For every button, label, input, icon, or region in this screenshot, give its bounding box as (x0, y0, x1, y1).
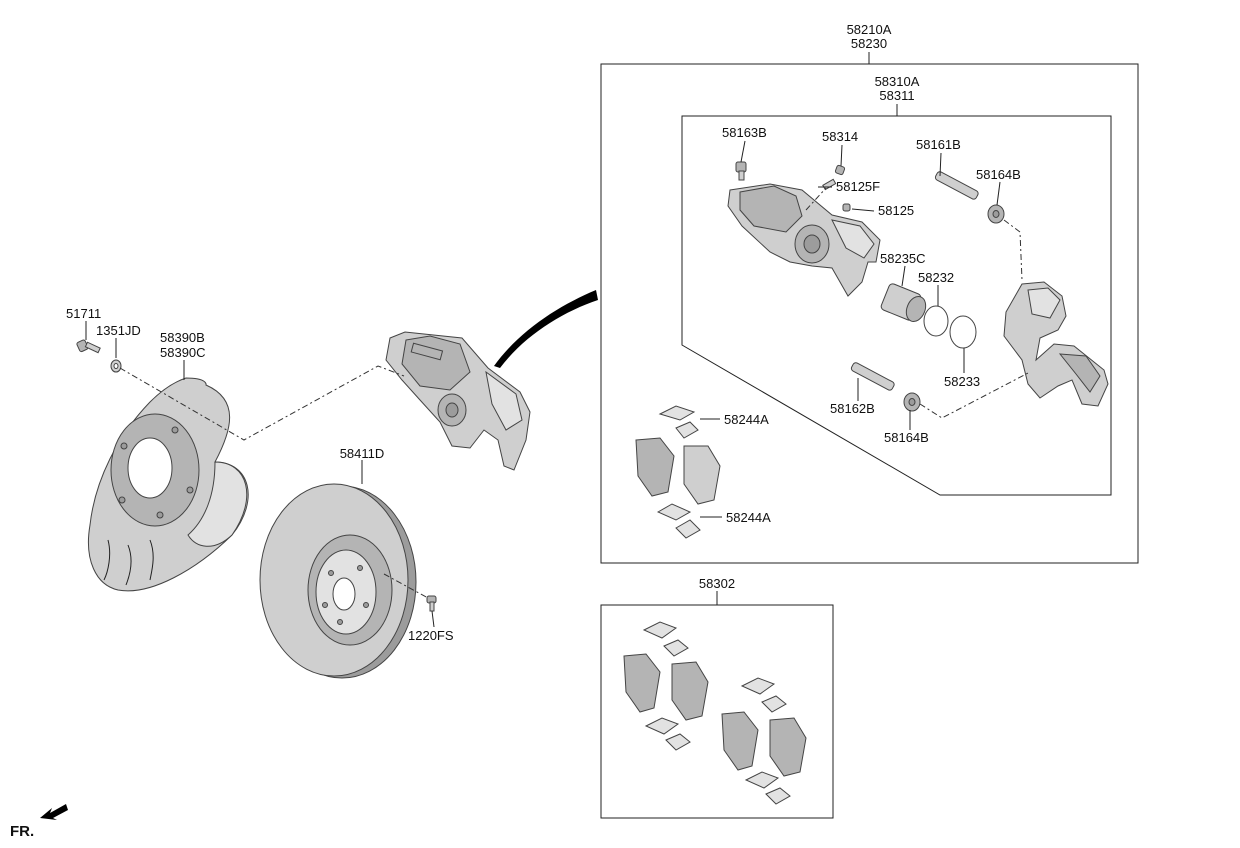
front-indicator-label: FR. (10, 823, 34, 840)
label-pad-clip-upper: 58244A (724, 412, 769, 427)
leader-58314 (840, 144, 843, 167)
pad-clip-lower-shape (656, 503, 701, 539)
label-guide-pin-lower: 58162B (830, 401, 875, 416)
bolt-shape (76, 339, 101, 354)
leader-58164B-upper (996, 181, 1001, 206)
piston-seal-shape (923, 305, 949, 337)
label-pin-boot-lower: 58164B (884, 430, 929, 445)
label-bleeder-plug: 58125 (878, 203, 914, 218)
label-dust-cover-2: 58390C (160, 345, 206, 360)
label-caliper-assembly-1: 58210A (847, 22, 892, 37)
disc-screw-shape (426, 595, 437, 612)
pin-boot-lower-shape (903, 392, 921, 412)
brake-disc-shape (259, 483, 417, 679)
callout-pointer-shape (494, 290, 598, 368)
dashed-line-cover-caliper (119, 365, 405, 441)
caliper-housing-shape (727, 183, 881, 297)
brake-pads-shape (635, 437, 721, 505)
pad-kit-frame (600, 604, 834, 819)
piston-shape (880, 283, 927, 323)
bleeder-screw-shape (822, 178, 837, 191)
leader-58235C (901, 265, 906, 287)
label-guide-pin-upper: 58161B (916, 137, 961, 152)
label-caliper-housing-1: 58310A (875, 74, 920, 89)
dust-cover-shape (87, 377, 249, 592)
pad-kit-contents-shape (623, 621, 807, 805)
caliper-bracket-shape (1003, 281, 1109, 407)
label-caliper-housing-2: 58311 (879, 88, 914, 103)
dashed-line-pin-upper (1003, 219, 1023, 281)
front-arrow-icon (40, 804, 68, 820)
label-pad-kit: 58302 (699, 576, 735, 591)
label-piston-seal: 58232 (918, 270, 954, 285)
bleeder-cap-shape (834, 164, 846, 176)
guide-bolt-upper-shape (735, 161, 747, 181)
label-bleeder-screw: 58125F (836, 179, 880, 194)
label-bolt: 51711 (66, 306, 101, 321)
label-pin-boot-upper: 58164B (976, 167, 1021, 182)
leader-58161B (939, 152, 942, 177)
label-piston: 58235C (880, 251, 926, 266)
label-bleeder-cap: 58314 (822, 129, 858, 144)
leader-58125 (851, 208, 875, 212)
guide-pin-upper-shape (934, 171, 979, 200)
washer-shape (110, 359, 122, 373)
pad-clip-upper-shape (658, 405, 699, 439)
label-guide-bolt-upper: 58163B (722, 125, 767, 140)
pin-boot-upper-shape (987, 204, 1005, 224)
label-piston-boot: 58233 (944, 374, 980, 389)
piston-boot-shape (949, 315, 977, 349)
label-disc: 58411D (340, 446, 385, 461)
dashed-line-bleeder (805, 187, 827, 211)
label-caliper-assembly-2: 58230 (851, 36, 887, 51)
leader-1220FS (431, 610, 435, 628)
bleeder-plug-shape (842, 203, 851, 212)
caliper-housing-frame (681, 115, 1112, 496)
guide-pin-lower-shape (850, 362, 895, 391)
label-disc-screw: 1220FS (408, 628, 454, 643)
label-pad-clip-lower: 58244A (726, 510, 771, 525)
leader-58163B (740, 140, 746, 163)
label-washer: 1351JD (96, 323, 141, 338)
label-dust-cover-1: 58390B (160, 330, 205, 345)
caliper-assembled-shape (385, 331, 531, 471)
